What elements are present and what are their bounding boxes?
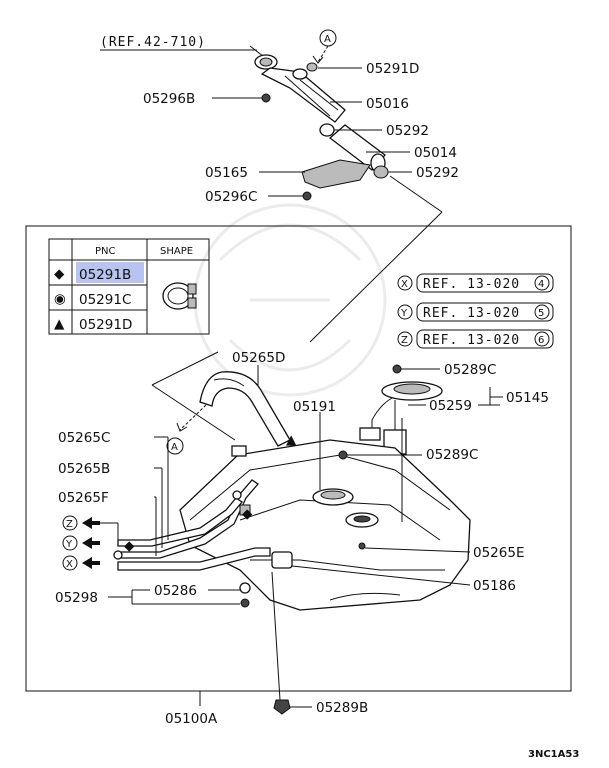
legend-symbol-circle: ◉ [54,291,66,307]
label-05289c-upper: 05289C [444,362,496,378]
svg-text:4: 4 [538,279,544,290]
svg-text:6: 6 [538,335,544,346]
label-05265c: 05265C [58,430,110,446]
arrow-x[interactable]: X [62,555,100,571]
svg-text:Y: Y [65,539,73,550]
label-05296b: 05296B [143,91,195,107]
label-05265d: 05265D [232,350,285,366]
legend-symbol-triangle: ▲ [54,316,65,332]
svg-text:Z: Z [401,335,408,346]
svg-text:5: 5 [538,308,544,319]
bolt-05289b [273,699,291,715]
arrow-z[interactable]: Z [62,515,119,540]
label-05100a: 05100A [165,711,218,727]
label-05265b: 05265B [58,461,110,477]
label-05265e: 05265E [473,545,524,561]
ref-x[interactable]: X REF. 13-020 4 [397,273,554,293]
fuel-pump-05145 [359,364,443,455]
label-05014: 05014 [414,145,457,161]
clamp-05286 [239,582,251,608]
diagram-code: 3NC1A53 [528,749,579,760]
legend-symbol-diamond: ◆ [54,266,65,282]
label-05016: 05016 [366,96,409,112]
watermark-emblem [193,203,387,397]
svg-text:Z: Z [66,519,73,530]
label-05289b: 05289B [316,700,368,716]
ref-group: X REF. 13-020 4 Y REF. 13-020 5 Z REF. 1… [397,273,554,349]
svg-text:Y: Y [400,308,408,319]
diamond-marker-a: ◆ [124,538,135,554]
label-05291d: 05291D [366,61,419,77]
diamond-marker-b: ◆ [242,506,253,522]
legend-header-pnc: PNC [95,246,116,257]
label-05298: 05298 [55,590,98,606]
label-05265f: 05265F [58,490,109,506]
main-assembly-frame [25,225,572,692]
clamp-shape-icon [162,282,197,310]
vapor-lines [113,479,271,571]
svg-text:REF. 13-020: REF. 13-020 [423,333,520,348]
arrow-y[interactable]: Y [62,535,100,551]
label-05292-upper: 05292 [386,123,429,139]
legend-pnc-05291d[interactable]: 05291D [79,317,132,333]
callout-a-top: A [312,29,337,64]
label-05165: 05165 [205,165,248,181]
callout-a-lower: A [166,437,184,455]
svg-text:X: X [401,279,408,290]
ref-42-710-label: (REF.42-710) [100,35,206,50]
callout-a-letter: A [324,34,331,45]
label-05145: 05145 [506,390,549,406]
label-05289c-lower: 05289C [426,447,478,463]
label-05186: 05186 [473,578,516,594]
legend-highlight [76,262,144,283]
label-05296c: 05296C [205,189,257,205]
label-05286: 05286 [154,583,197,599]
triangle-marker: ▲ [286,432,297,448]
hose-05265d [199,371,291,447]
ref-z[interactable]: Z REF. 13-020 6 [397,329,554,349]
ref-y[interactable]: Y REF. 13-020 5 [397,302,554,322]
label-05191: 05191 [293,399,336,415]
svg-text:X: X [66,559,73,570]
legend-pnc-05291b[interactable]: 05291B [79,267,131,283]
legend-table: PNC SHAPE ◆ 05291B ◉ 05291C ▲ 05291D [48,238,210,335]
legend-pnc-05291c[interactable]: 05291C [79,292,131,308]
svg-text:REF. 13-020: REF. 13-020 [423,306,520,321]
svg-text:A: A [171,442,178,453]
legend-header-shape: SHAPE [160,246,193,257]
filler-neck-assembly [254,54,389,201]
svg-text:REF. 13-020: REF. 13-020 [423,277,520,292]
label-05292-lower: 05292 [416,165,459,181]
label-05259: 05259 [429,398,472,414]
